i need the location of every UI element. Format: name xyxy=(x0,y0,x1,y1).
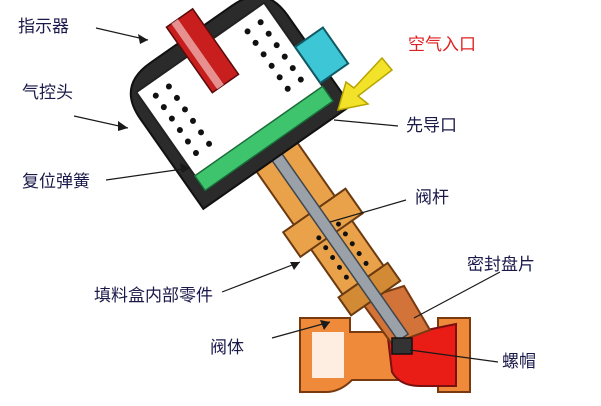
label-seal-disc: 密封盘片 xyxy=(467,255,535,275)
packing-spring xyxy=(316,221,369,280)
leader-arrowheads xyxy=(118,34,330,330)
pilot-port-block xyxy=(293,26,350,85)
label-indicator: 指示器 xyxy=(18,17,69,37)
label-reset-spring: 复位弹簧 xyxy=(22,172,90,192)
nut xyxy=(391,337,413,355)
label-valve-stem: 阀杆 xyxy=(415,188,449,208)
label-air-inlet: 空气入口 xyxy=(408,35,476,55)
label-packing-parts: 填料盒内部零件 xyxy=(94,286,213,306)
label-pilot-port: 先导口 xyxy=(406,116,457,136)
label-nut: 螺帽 xyxy=(502,352,536,372)
air-inlet-arrow xyxy=(336,56,394,111)
valve-body xyxy=(299,284,471,393)
reset-spring xyxy=(152,19,304,156)
piston-seal xyxy=(193,85,334,192)
label-valve-body: 阀体 xyxy=(210,338,244,358)
label-air-head: 气控头 xyxy=(22,83,73,103)
